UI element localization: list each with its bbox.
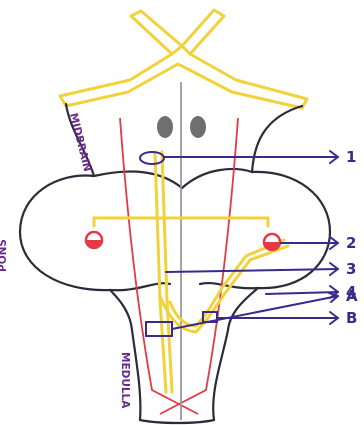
top-left-arm bbox=[131, 11, 182, 54]
pointer-arrow-B bbox=[217, 312, 338, 324]
pointer-arrow-1 bbox=[164, 151, 338, 163]
marker-ring-1 bbox=[140, 152, 164, 164]
right-pontine-nucleus bbox=[264, 234, 280, 250]
left-pontine-nucleus bbox=[86, 232, 102, 248]
medulla-label: MEDULLA bbox=[119, 352, 131, 409]
pointer-labels: 1 2 3 4 A B bbox=[346, 148, 358, 327]
top-right-arm bbox=[182, 10, 224, 54]
pointer-arrows bbox=[164, 151, 338, 329]
pointer-arrow-A bbox=[172, 293, 338, 329]
midbrain-right-edge bbox=[252, 106, 302, 172]
medulla-right-edge bbox=[213, 288, 258, 420]
pointer-label-3: 3 bbox=[346, 260, 356, 278]
pons-top-notch bbox=[94, 169, 252, 188]
pointer-label-A: A bbox=[346, 287, 358, 305]
pointer-label-2: 2 bbox=[346, 234, 356, 252]
brainstem-outline bbox=[20, 104, 330, 423]
right-nucleus-shape bbox=[190, 116, 206, 138]
pointer-label-1: 1 bbox=[346, 148, 356, 166]
region-labels: MIDBRAIN PONS MEDULLA bbox=[0, 112, 131, 409]
pointer-arrow-3 bbox=[166, 263, 338, 275]
midbrain-label: MIDBRAIN bbox=[67, 112, 93, 173]
medulla-bottom bbox=[140, 420, 214, 423]
pontine-nuclei bbox=[86, 232, 280, 250]
left-nucleus-shape bbox=[157, 116, 173, 138]
pons-label: PONS bbox=[0, 239, 9, 272]
pointer-markers bbox=[140, 152, 217, 336]
lateral-yellow-band bbox=[60, 54, 307, 108]
decussating-yellow-tracts bbox=[60, 10, 307, 108]
pointer-label-B: B bbox=[346, 309, 357, 327]
